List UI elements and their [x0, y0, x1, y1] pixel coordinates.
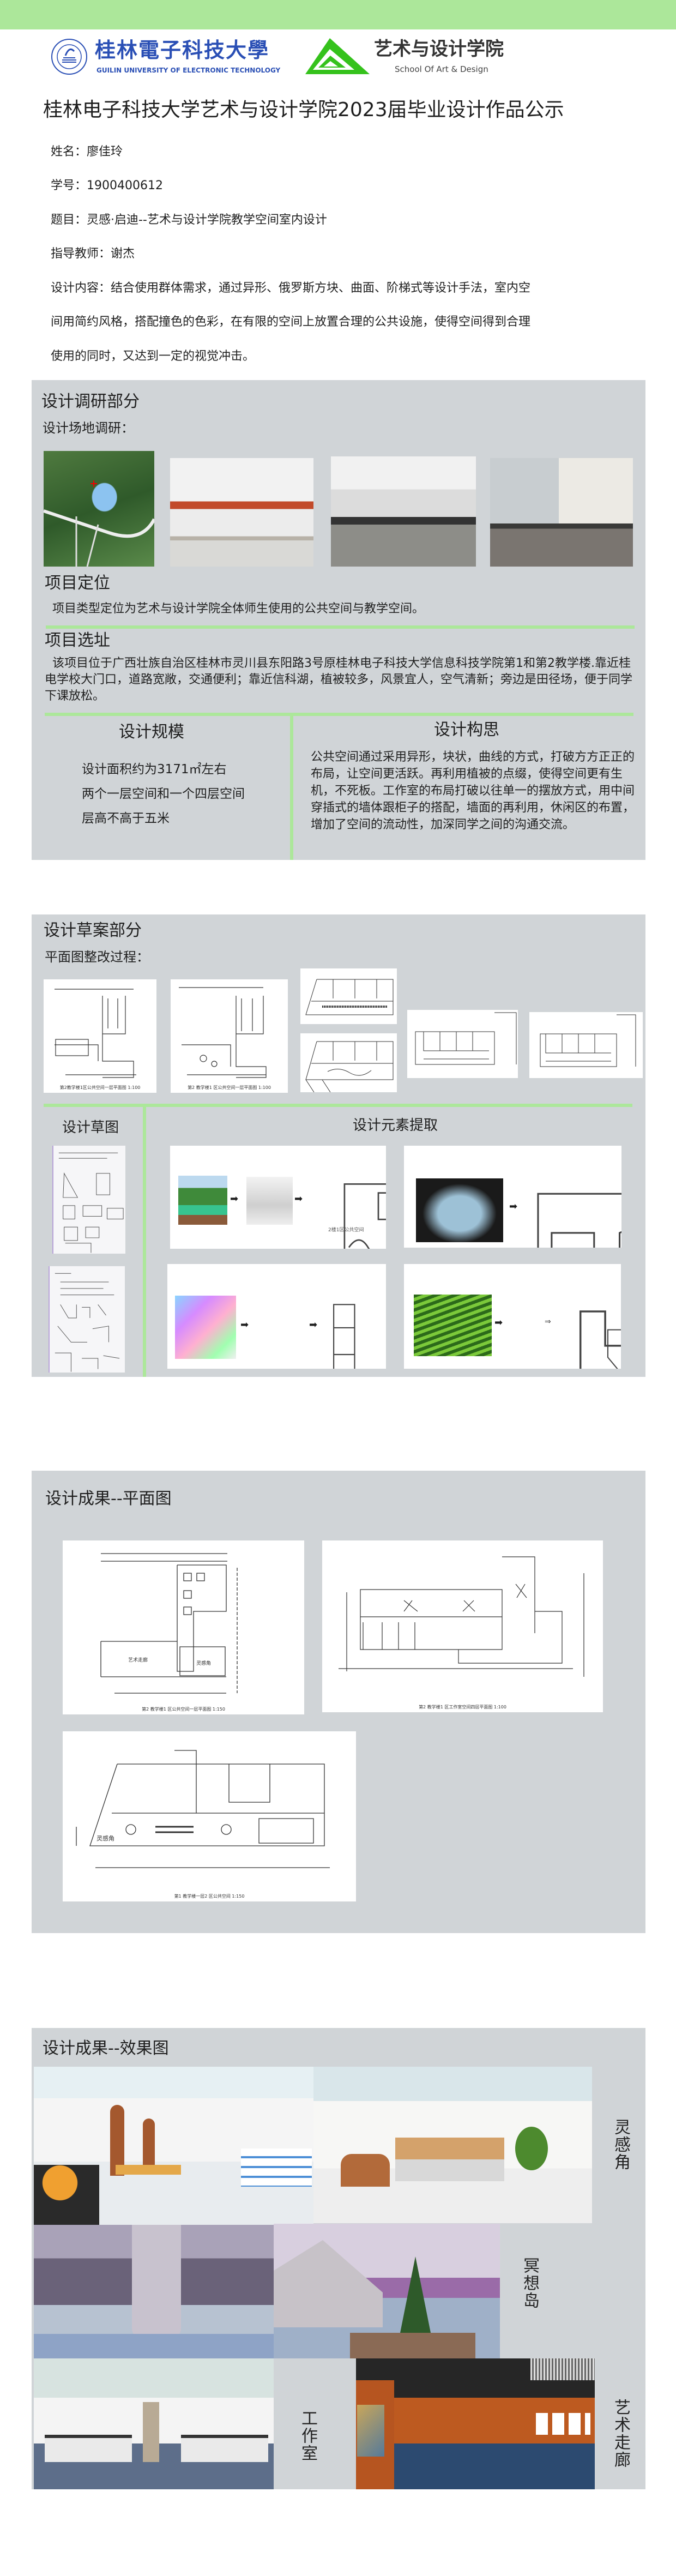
element-terrace-to-steps: ➡ ⇒ [404, 1264, 621, 1369]
render-label-art-corridor: 艺术走廊 [611, 2399, 630, 2469]
arrow-right-icon: ➡ [230, 1193, 239, 1205]
scale-line: 设计面积约为3171㎡左右 [82, 762, 227, 777]
divider-line [45, 713, 633, 716]
scale-title: 设计规模 [119, 723, 184, 742]
plan-caption: 第2 教学楼1 区公共空间一层平面图 1:100 [171, 1085, 288, 1091]
site-photo-corridor [331, 456, 476, 567]
research-subtitle: 设计场地调研： [43, 420, 134, 436]
render-label-inspiration: 灵感角 [611, 2118, 630, 2171]
site-photo-lobby [170, 458, 313, 567]
element-cave-to-seats: ➡ [404, 1146, 621, 1248]
renders-title: 设计成果--效果图 [43, 2039, 169, 2058]
school-name-en: School Of Art & Design [395, 64, 488, 74]
scale-list: 设计面积约为3171㎡左右 两个一层空间和一个四层空间 层高不高于五米 [82, 757, 245, 831]
school-name-cn: 艺术与设计学院 [374, 38, 504, 60]
advisor: 指导教师：谢杰 [51, 247, 135, 261]
draft-title: 设计草案部分 [44, 921, 142, 940]
column-divider [290, 715, 293, 860]
plan-revision-4 [300, 1033, 397, 1092]
top-color-bar [0, 0, 676, 29]
student-id: 学号：1900400612 [51, 179, 163, 192]
plan-revision-5 [407, 1010, 518, 1078]
element-caption: 2楼1区公共空间 [328, 1227, 364, 1233]
plan-revision-3 [300, 968, 397, 1024]
ink-painting-image [246, 1177, 293, 1225]
room-label: 灵感角 [96, 1835, 114, 1842]
positioning-title: 项目定位 [45, 574, 110, 593]
site-map-photo [44, 451, 154, 567]
design-sketch-2 [49, 1266, 125, 1373]
draft-subtitle: 平面图整改过程： [45, 949, 149, 965]
site-text: 该项目位于广西壮族自治区桂林市灵川县东阳路3号原桂林电子科技大学信息科技学院第1… [45, 657, 633, 703]
university-name-cn: 桂林電子科技大學 [95, 38, 270, 62]
final-plan-1: 灵感角 艺术走廊 第2 教学楼1 区公共空间一层平面图 1:150 [63, 1540, 304, 1714]
render-inspiration-corner-2 [313, 2067, 592, 2223]
draft-panel: 设计草案部分 平面图整改过程： 第2教学楼1区公共空间一层平面图 1:100 第… [32, 914, 645, 1377]
plan-revision-2: 第2 教学楼1 区公共空间一层平面图 1:100 [171, 979, 288, 1093]
plan-caption: 第2 教学楼1 区工作室空间四层平面图 1:100 [322, 1705, 603, 1710]
element-tetris-to-l-shape: ➡ ➡ [167, 1264, 386, 1369]
arrow-right-icon: ➡ [294, 1193, 303, 1205]
sketch-title: 设计草图 [62, 1120, 119, 1136]
li-river-photo [178, 1176, 227, 1225]
render-label-meditation: 冥想岛 [520, 2257, 539, 2309]
arrow-right-icon: ➡ [309, 1319, 318, 1331]
plan-revision-1: 第2教学楼1区公共空间一层平面图 1:100 [44, 979, 156, 1093]
plans-title: 设计成果--平面图 [45, 1489, 172, 1508]
site-photo-terrace [490, 458, 633, 567]
site-title: 项目选址 [45, 631, 110, 650]
design-content-line: 使用的同时，又达到一定的视觉冲击。 [51, 350, 255, 363]
room-label: 灵感角 [196, 1660, 211, 1666]
design-sketch-1 [52, 1146, 125, 1254]
scale-line: 层高不高于五米 [82, 811, 170, 826]
positioning-text: 项目类型定位为艺术与设计学院全体师生使用的公共空间与教学空间。 [52, 602, 425, 616]
render-studio [34, 2358, 274, 2489]
tetris-blocks-image [175, 1296, 236, 1359]
plan-caption: 第2教学楼1区公共空间一层平面图 1:100 [44, 1085, 156, 1091]
university-name-en: GUILIN UNIVERSITY OF ELECTRONIC TECHNOLO… [96, 67, 281, 74]
school-triangle-logo-icon [305, 38, 370, 74]
concept-text: 公共空间通过采用异形，块状，曲线的方式，打破方方正正的布局，让空间更活跃。再利用… [311, 750, 635, 832]
design-content-line: 间用简约风格，搭配撞色的色彩，在有限的空间上放置合理的公共设施，使得空间得到合理 [51, 315, 531, 329]
divider-line [44, 1104, 632, 1107]
rice-terrace-photo [414, 1295, 492, 1356]
project-topic: 题目：灵感·启迪--艺术与设计学院教学空间室内设计 [51, 213, 327, 227]
divider-line [46, 625, 635, 629]
elements-title: 设计元素提取 [353, 1117, 438, 1134]
design-content-line: 设计内容：结合使用群体需求，通过异形、俄罗斯方块、曲面、阶梯式等设计手法，室内空 [51, 281, 531, 295]
plans-panel: 设计成果--平面图 灵感角 艺术走廊 第2 教学楼1 区公共空间一层平面图 1:1… [32, 1471, 645, 1933]
plan-revision-6 [529, 1012, 643, 1078]
arrow-right-icon: ➡ [240, 1319, 249, 1331]
arrow-right-icon: ➡ [509, 1201, 518, 1212]
column-divider [143, 1105, 146, 1377]
plan-caption: 第1 教学楼一层2 区公共空间 1:150 [63, 1894, 356, 1899]
render-inspiration-corner-1 [34, 2067, 313, 2225]
render-meditation-island-2 [274, 2224, 500, 2358]
render-art-corridor [356, 2358, 595, 2489]
page-title: 桂林电子科技大学艺术与设计学院2023届毕业设计作品公示 [43, 99, 564, 121]
arrow-right-icon: ➡ [494, 1317, 503, 1328]
concept-title: 设计构思 [434, 720, 499, 739]
render-meditation-island-1 [34, 2225, 274, 2358]
research-title: 设计调研部分 [41, 392, 140, 411]
element-landscape-to-curve: ➡ ➡ 2楼1区公共空间 [170, 1146, 386, 1249]
render-label-studio: 工作室 [298, 2410, 317, 2462]
double-arrow-icon: ⇒ [545, 1317, 551, 1326]
university-seal-icon [50, 38, 88, 75]
renders-panel: 设计成果--效果图 灵感角 冥想岛 工作室 艺术走廊 [32, 2028, 645, 2489]
scale-line: 两个一层空间和一个四层空间 [82, 787, 245, 801]
final-plan-2: 第2 教学楼1 区工作室空间四层平面图 1:100 [322, 1540, 603, 1712]
plan-caption: 第2 教学楼1 区公共空间一层平面图 1:150 [63, 1707, 304, 1712]
final-plan-3: 灵感角 第1 教学楼一层2 区公共空间 1:150 [63, 1731, 356, 1901]
student-name: 姓名：廖佳玲 [51, 145, 123, 159]
room-label: 艺术走廊 [128, 1657, 148, 1663]
research-panel: 设计调研部分 设计场地调研： 项目定位 项目类型定位为艺术与设计学院全体师生使用… [32, 380, 645, 860]
cave-photo [416, 1178, 503, 1242]
